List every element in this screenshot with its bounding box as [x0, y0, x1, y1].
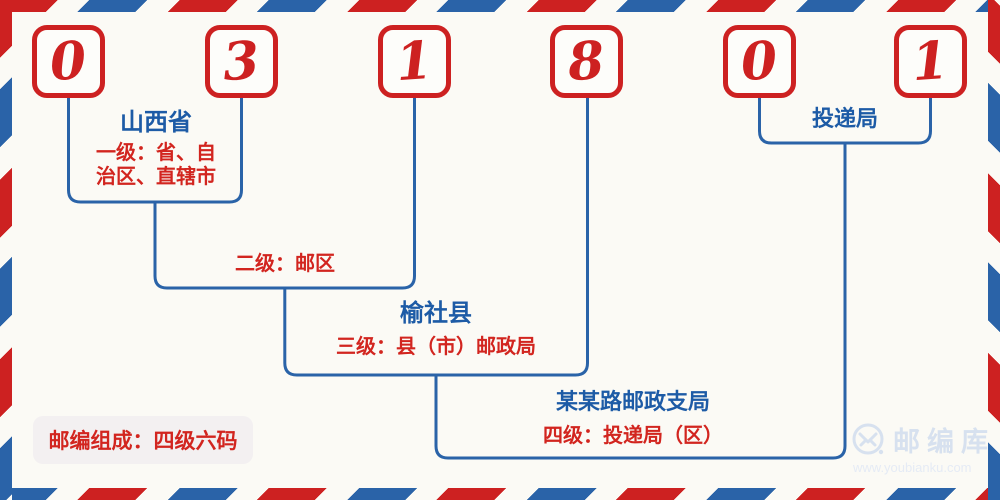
level1-label: 一级：省、自 治区、直辖市: [96, 141, 216, 189]
level4-place-name: 某某路邮政支局: [555, 389, 711, 414]
badge-text: 邮编组成：四级六码: [48, 430, 238, 453]
level3-place-name: 榆社县: [400, 300, 472, 327]
digit-box-5: 0: [723, 25, 796, 98]
digit-box-1: 0: [32, 25, 105, 98]
level1-place-name: 山西省: [120, 109, 192, 136]
watermark-brand: 邮编库: [893, 427, 995, 457]
delivery-bureau-label: 投递局: [811, 106, 879, 131]
level3-label: 三级：县（市）邮政局: [336, 336, 536, 358]
digit-box-4: 8: [550, 25, 623, 98]
envelope-circle-icon: [852, 423, 884, 454]
level2-label: 二级：邮区: [235, 253, 335, 275]
level4-label: 四级：投递局（区）: [543, 425, 723, 447]
digit-box-2: 3: [205, 25, 278, 98]
level1-label-line2: 治区、直辖市: [96, 166, 216, 188]
youbianku-watermark: 邮编库 www.youbianku.com: [851, 420, 996, 475]
bracket-level4: [434, 143, 847, 460]
digit-box-3: 1: [378, 25, 451, 98]
bracket-level3: [283, 98, 589, 377]
airmail-border-top: [0, 0, 1000, 12]
level1-label-line1: 一级：省、自: [96, 142, 216, 164]
digit-box-6: 1: [894, 25, 967, 98]
watermark-url: www.youbianku.com: [853, 460, 972, 475]
airmail-border-bottom: [0, 488, 1000, 500]
bracket-delivery: [758, 98, 932, 145]
airmail-border-left: [0, 0, 12, 500]
postal-code-composition-badge: 邮编组成：四级六码: [33, 416, 253, 464]
airmail-border-right: [988, 0, 1000, 500]
